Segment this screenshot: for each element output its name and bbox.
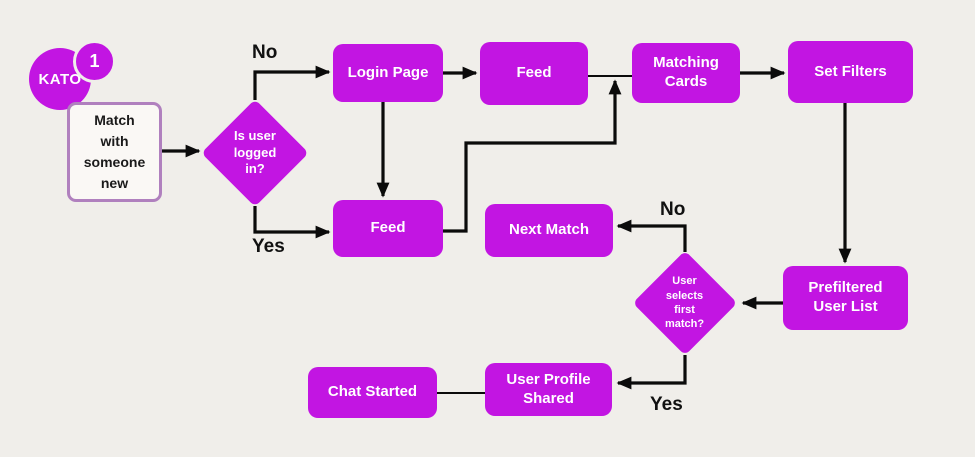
node-next-match[interactable]: Next Match [485,204,613,257]
node-feed-top[interactable]: Feed [480,42,588,105]
node-set-filters[interactable]: Set Filters [788,41,913,103]
edge-decision2-no-to-next-match[interactable] [616,219,687,252]
edge-decision2-yes-to-user-profile[interactable] [616,355,687,390]
node-feed-top-label: Feed [516,64,552,82]
node-chat-started-label: Chat Started [327,383,418,401]
node-prefiltered-user-list-label: Prefiltered User List [808,279,883,315]
node-start[interactable]: Match with someone new [67,102,162,202]
edge-feed-bottom-to-matching-cards[interactable] [443,79,622,233]
node-feed-bottom-label: Feed [370,219,406,237]
node-prefiltered-user-list[interactable]: Prefiltered User List [783,266,908,330]
node-matching-cards[interactable]: Matching Cards [632,43,740,103]
edge-label-no-right[interactable]: No [660,199,686,220]
edge-decision1-no-to-login[interactable] [253,65,331,100]
node-next-match-label: Next Match [508,221,590,239]
step-number-label: 1 [89,51,100,71]
edge-label-no-top[interactable]: No [252,42,278,63]
node-user-profile-shared[interactable]: User Profile Shared [485,363,612,416]
node-matching-cards-label: Matching Cards [653,54,719,90]
node-chat-started[interactable]: Chat Started [308,367,437,418]
step-number-badge[interactable]: 1 [73,40,116,83]
node-set-filters-label: Set Filters [814,62,887,80]
edge-label-yes-bottom[interactable]: Yes [650,394,683,415]
brand-badge-label: KATO [38,70,82,88]
node-login-page[interactable]: Login Page [333,44,443,102]
edge-decision1-yes-to-feed-bottom[interactable] [253,206,331,239]
node-decision-first-match-label: User selects first match? [664,275,705,331]
node-decision-first-match[interactable]: User selects first match? [632,250,737,356]
node-decision-logged-in[interactable]: Is user logged in? [201,99,309,207]
node-login-page-label: Login Page [347,63,429,81]
node-user-profile-shared-label: User Profile Shared [506,370,591,407]
edge-label-yes-left[interactable]: Yes [252,236,285,257]
node-start-label: Match with someone new [83,112,146,191]
node-decision-logged-in-label: Is user logged in? [233,127,277,177]
node-feed-bottom[interactable]: Feed [333,200,443,257]
